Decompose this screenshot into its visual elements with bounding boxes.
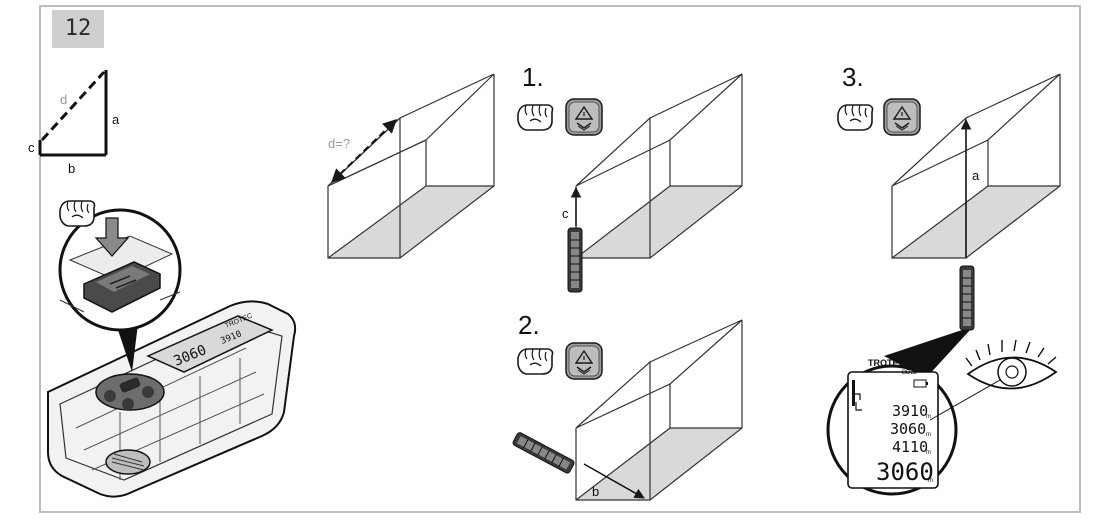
step-2-measure-label: b <box>592 484 599 499</box>
display-brand: TROTEC <box>868 358 905 368</box>
triangle-label-a: a <box>112 112 120 127</box>
triangle-diagram: a b c d <box>28 70 120 176</box>
magnified-display: TROTEC BD22 3910 m 3060 m 4110 m 3060 m <box>826 358 958 496</box>
device-measure-key <box>119 377 141 393</box>
triangle-label-d: d <box>60 92 67 107</box>
step-2-number: 2. <box>518 310 540 340</box>
step-1-room-edges <box>575 73 743 259</box>
step-3-room-edges <box>891 73 1061 259</box>
step-3-panel: 3. a <box>837 62 1061 378</box>
measure-mode-icon <box>854 393 862 411</box>
figure-number-badge: 12 <box>52 10 104 48</box>
step-2-floor <box>576 428 742 500</box>
step-3-measure-label: a <box>972 168 980 183</box>
step-3-measure-button-icon <box>883 98 921 136</box>
step-2-room-edges <box>575 319 743 501</box>
magnified-key-view <box>58 200 182 332</box>
room-floor <box>328 186 494 258</box>
target-label: d=? <box>328 136 350 151</box>
display-result-unit: m <box>928 478 933 484</box>
step-2-measure-arrow <box>583 463 645 499</box>
eye-icon <box>929 339 1058 421</box>
sight-line <box>929 379 1001 421</box>
outer-frame <box>39 5 1081 513</box>
display-line-2: 3060 <box>890 420 926 438</box>
display-model: BD22 <box>902 370 918 376</box>
press-arrow-icon <box>94 217 130 257</box>
step-1-panel: 1. c <box>517 62 743 293</box>
step-1-floor <box>576 186 742 258</box>
step-1-measure-label: c <box>562 206 569 221</box>
display-line-2-unit: m <box>926 432 931 438</box>
target-room-panel: d=? <box>327 73 495 259</box>
hypotenuse-d-line <box>40 70 106 142</box>
step-3-hand-icon <box>837 104 874 131</box>
display-line-1-unit: m <box>926 414 931 420</box>
display-result: 3060 <box>876 458 934 486</box>
step-2-hand-icon <box>517 348 554 375</box>
display-screen <box>847 371 939 489</box>
step-2-panel: 2. b <box>511 310 743 501</box>
triangle-label-c: c <box>28 140 35 155</box>
step-1-device-icon <box>567 227 583 293</box>
step-1-hand-icon <box>517 104 554 131</box>
device-body <box>47 300 297 498</box>
step-1-number: 1. <box>522 62 544 92</box>
step-2-measure-button-icon <box>565 342 603 380</box>
display-line-1: 3910 <box>892 402 928 420</box>
diagonal-d-arrow <box>330 119 398 183</box>
step-3-device-icon <box>959 265 975 331</box>
step-1-measure-button-icon <box>565 98 603 136</box>
laser-meter-device: TROTEC 3910 3060 <box>47 300 297 498</box>
step-3-floor <box>892 186 1060 258</box>
display-line-3: 4110 <box>892 438 928 456</box>
triangle-label-b: b <box>68 161 75 176</box>
device-screen <box>146 315 274 373</box>
display-line-3-unit: m <box>926 450 931 456</box>
hand-press-icon <box>59 200 96 227</box>
step-2-device-icon <box>511 431 576 475</box>
room-edges <box>327 74 495 259</box>
step-3-number: 3. <box>842 62 864 92</box>
